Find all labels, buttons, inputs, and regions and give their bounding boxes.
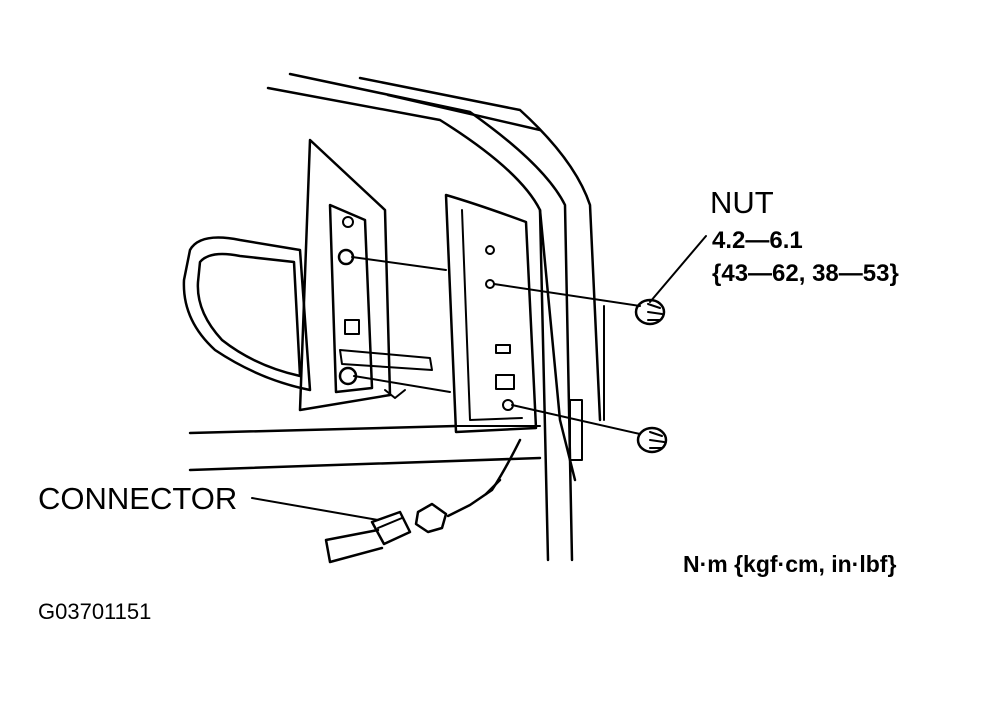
nut-torque-alt-units: {43—62, 38—53} <box>712 260 899 287</box>
mirror-head <box>182 236 312 392</box>
mirror-base <box>298 138 433 412</box>
nut-lower <box>636 426 668 454</box>
door-mount-bracket <box>444 193 583 461</box>
torque-units-legend: N·m {kgf·cm, in·lbf} <box>683 551 897 577</box>
stud-leader-lines <box>351 256 641 435</box>
connector-label: CONNECTOR <box>38 481 238 516</box>
nut-upper <box>634 298 666 326</box>
harness-wire <box>446 438 522 518</box>
figure-code: G03701151 <box>38 599 152 624</box>
nut-torque-nm: 4.2—6.1 <box>712 227 803 254</box>
door-panel-edges <box>188 424 542 472</box>
connector-leader-line <box>251 497 379 521</box>
nut-leader-line <box>649 235 707 303</box>
connector-body <box>324 502 448 564</box>
door-frame <box>266 72 602 562</box>
nut-label: NUT <box>710 185 774 220</box>
harness-wire-clip <box>484 478 502 496</box>
